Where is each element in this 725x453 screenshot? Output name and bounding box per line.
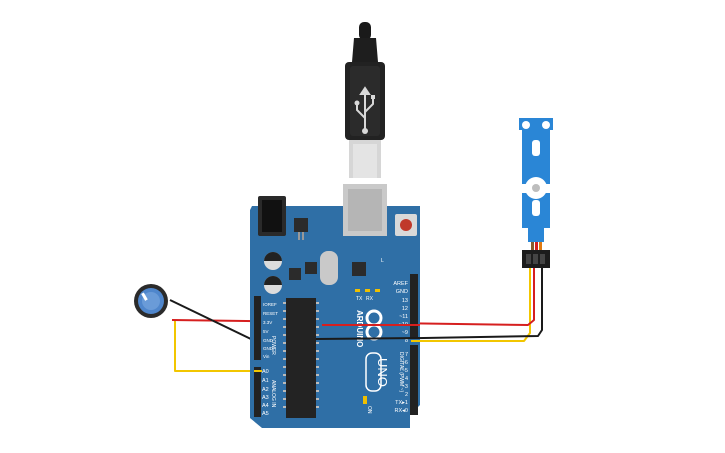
pin-label: 8 <box>405 338 408 344</box>
pin-label: A1 <box>262 378 269 384</box>
wire-yellow-servo <box>414 262 531 342</box>
pin-label: A5 <box>262 411 269 417</box>
arduino-uno-board[interactable]: TX RX L UNO ARDUINO <box>250 184 420 428</box>
reset-button-icon[interactable] <box>395 214 417 236</box>
pin-label: 5V <box>263 329 269 334</box>
led-rx-label: RX <box>366 296 374 302</box>
pin-label: A4 <box>262 403 269 409</box>
pin-label: 12 <box>402 306 408 312</box>
analog-section-label: ANALOG IN <box>270 380 276 408</box>
pin-label: 13 <box>402 298 408 304</box>
pin-label: ~5 <box>402 368 408 374</box>
pin-label: Vin <box>263 354 270 359</box>
pin-label: A0 <box>262 369 269 375</box>
pin-label: IOREF <box>263 302 277 307</box>
pin-label: ~11 <box>399 314 408 320</box>
pin-label: ~6 <box>402 360 408 366</box>
pin-label: GND <box>263 346 274 351</box>
potentiometer-icon[interactable] <box>134 284 168 318</box>
wire-black-ground <box>169 262 543 342</box>
pin-label: RESET <box>263 311 278 316</box>
led-tx-label: TX <box>356 296 363 302</box>
pin-label: RX◂0 <box>395 408 408 414</box>
pin-label: A3 <box>262 395 269 401</box>
pin-label: ~9 <box>402 330 408 336</box>
power-pin-labels: IOREF RESET 3.3V 5V GND GND Vin <box>263 302 278 359</box>
pin-label: 2 <box>405 392 408 398</box>
model-label: UNO <box>375 358 390 387</box>
servo-icon[interactable] <box>513 118 559 268</box>
pin-label: GND <box>263 338 274 343</box>
pin-label: GND <box>396 289 408 295</box>
wire-yellow-signal <box>174 320 254 372</box>
power-section-label: POWER <box>270 336 276 355</box>
pin-label: 7 <box>405 352 408 358</box>
pin-label: AREF <box>393 281 408 287</box>
digital-section-label: DIGITAL (PWM ~) <box>398 352 404 392</box>
led-l-label: L <box>381 258 384 264</box>
brand-label: ARDUINO <box>355 310 364 347</box>
analog-pin-labels: A0 A1 A2 A3 A4 A5 <box>262 369 269 417</box>
pin-label: 3.3V <box>263 320 272 325</box>
pin-label: A2 <box>262 387 269 393</box>
usb-symbol-icon <box>354 86 375 134</box>
pin-label: 4 <box>405 376 408 382</box>
pin-label: TX▸1 <box>395 400 408 406</box>
wire-overlays <box>254 324 421 372</box>
on-label: ON <box>366 406 372 414</box>
pin-label: ~3 <box>402 384 408 390</box>
